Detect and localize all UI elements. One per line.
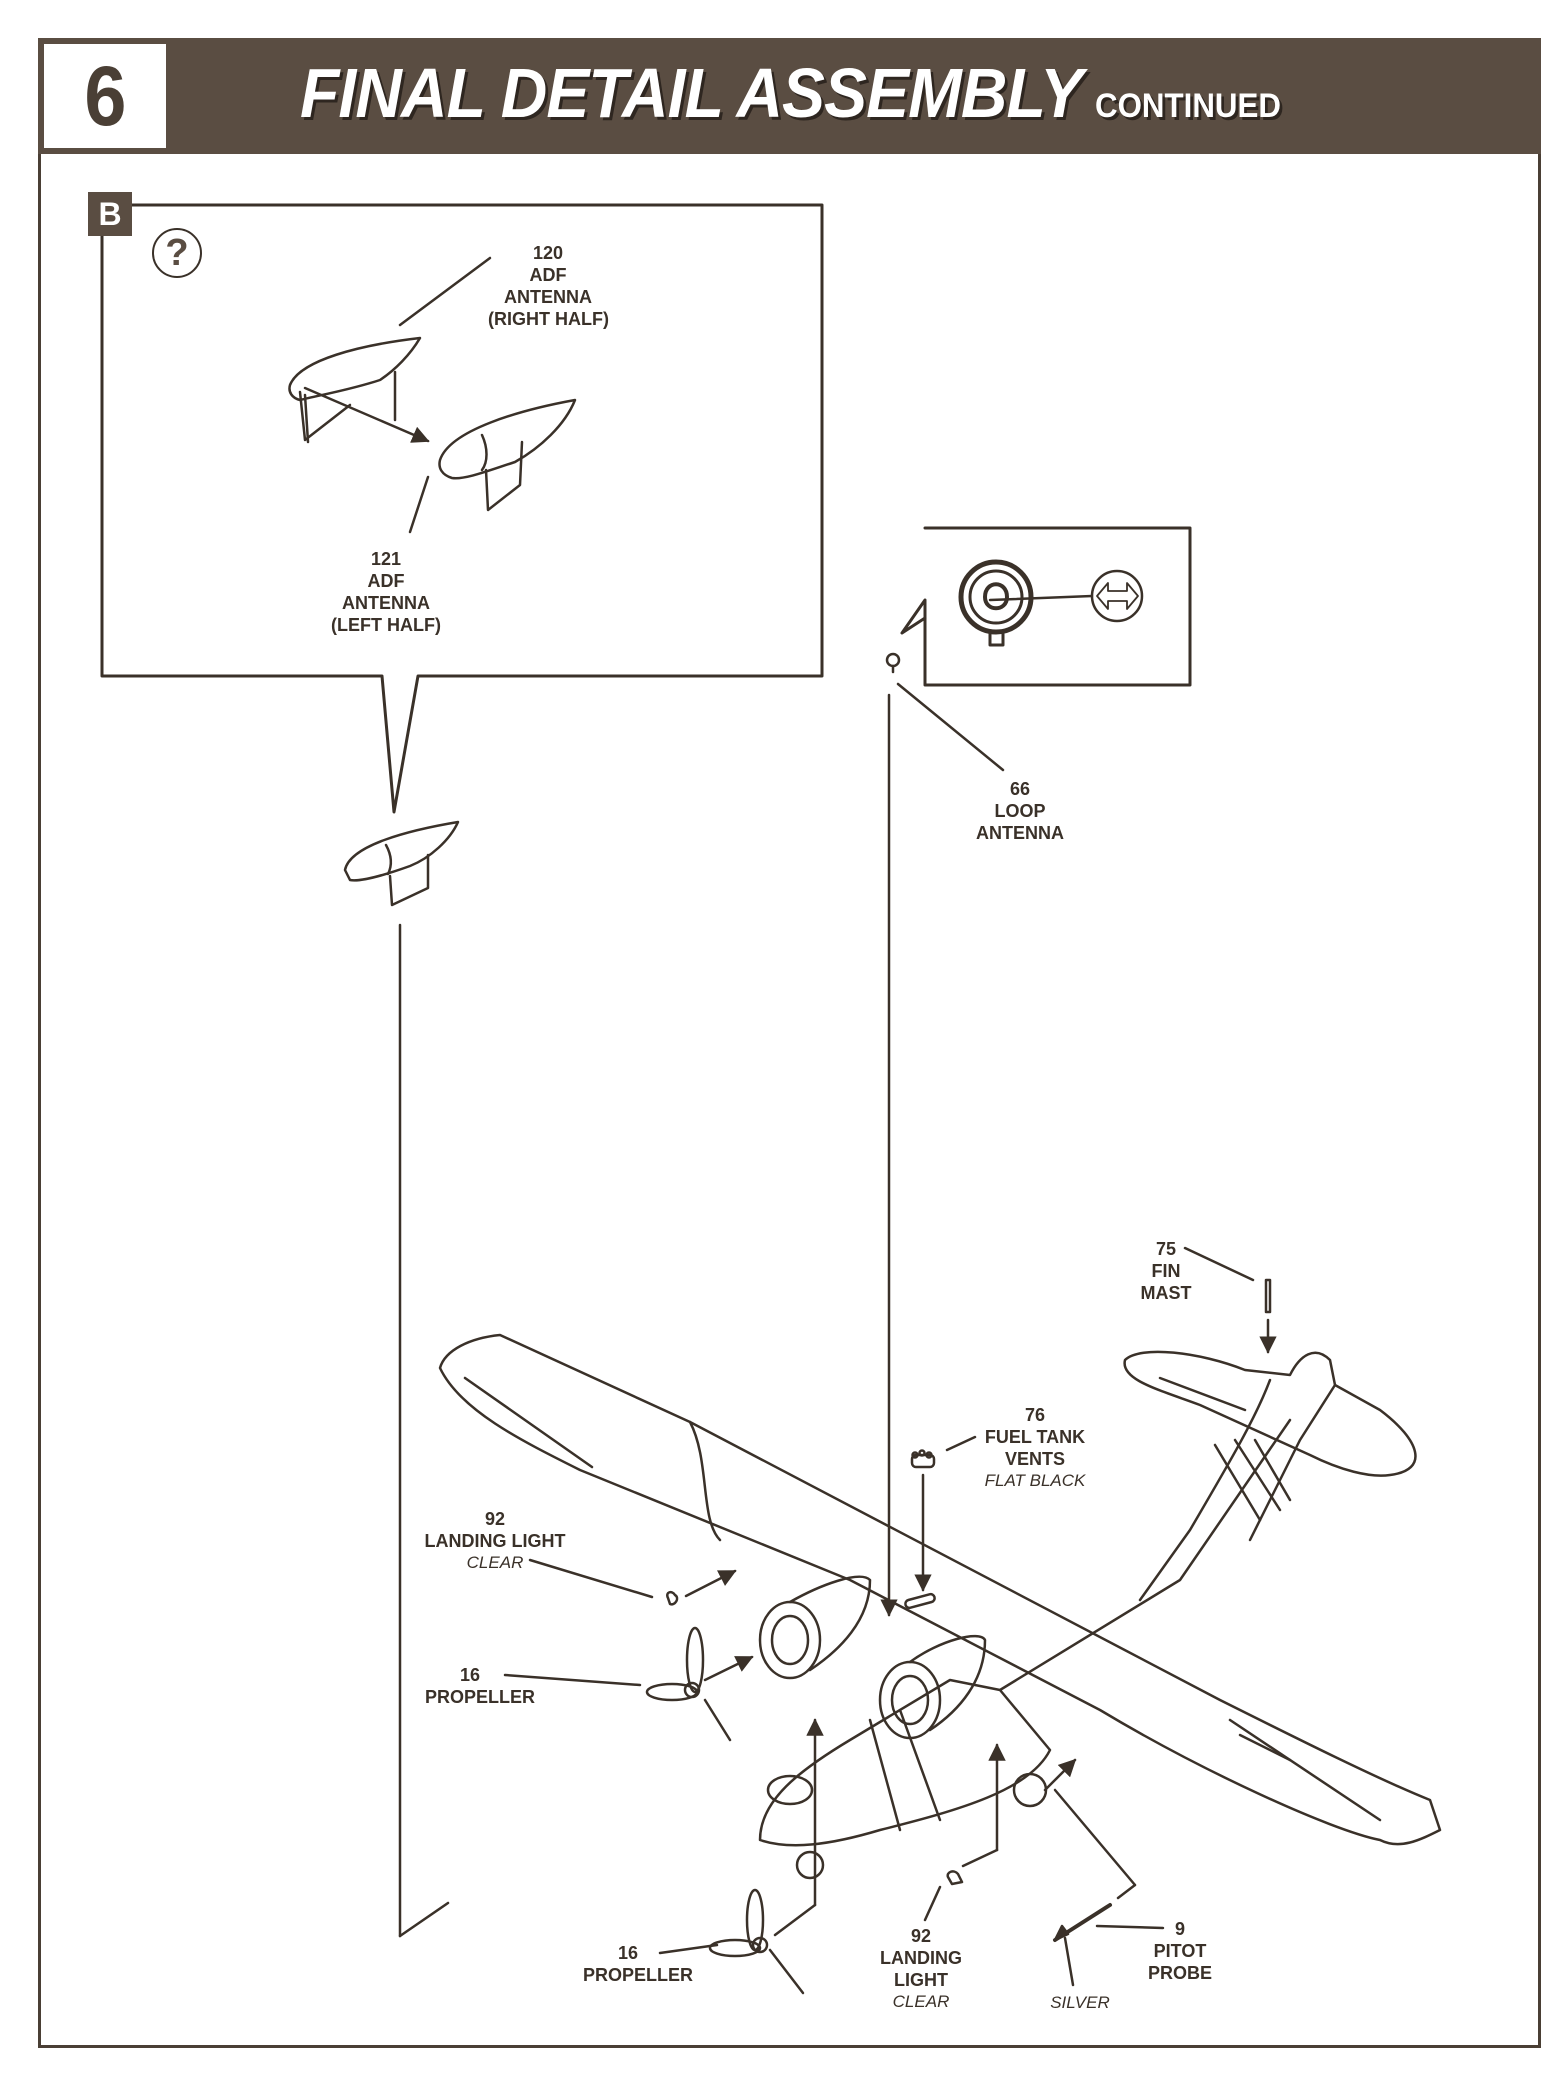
leader-9 bbox=[1095, 1924, 1165, 1930]
loop-antenna-alignment-icon bbox=[958, 559, 1034, 647]
adf-antenna-assembled-part bbox=[343, 820, 460, 907]
title-text: FINAL DETAIL ASSEMBLY bbox=[300, 54, 1083, 132]
step-header bbox=[38, 38, 1541, 154]
landing-light-lower-part bbox=[946, 1870, 964, 1886]
engine-nacelle-right bbox=[878, 1634, 987, 1740]
inset-b-badge: B bbox=[88, 192, 132, 236]
step-number-box: 6 bbox=[44, 44, 166, 148]
inset-b-box bbox=[100, 203, 824, 814]
leader-16-lower bbox=[658, 1943, 719, 1955]
leader-75 bbox=[1183, 1246, 1255, 1282]
leader-silver bbox=[1063, 1936, 1075, 1987]
label-landing-light-upper: 92 LANDING LIGHT CLEAR bbox=[424, 1509, 566, 1572]
leader-120 bbox=[398, 256, 492, 327]
fuel-tank-vents-part bbox=[910, 1449, 936, 1469]
leader-76 bbox=[945, 1435, 977, 1452]
leader-66 bbox=[896, 682, 1005, 772]
page-frame bbox=[38, 38, 1541, 2048]
step-number: 6 bbox=[83, 49, 127, 143]
pitot-probe-part bbox=[1053, 1903, 1112, 1942]
propeller-upper-part bbox=[645, 1626, 732, 1742]
label-fin-mast: 75 FIN MAST bbox=[1140, 1239, 1192, 1303]
label-landing-light-lower: 92 LANDING LIGHT CLEAR bbox=[880, 1926, 962, 2011]
leader-16-upper bbox=[503, 1673, 642, 1687]
leader-121 bbox=[408, 475, 430, 534]
label-fuel-tank-vents: 76 FUEL TANK VENTS FLAT BLACK bbox=[984, 1405, 1086, 1490]
tail-assembly bbox=[1123, 1350, 1417, 1602]
adf-antenna-right-half-part bbox=[288, 336, 422, 444]
label-propeller-lower: 16 PROPELLER bbox=[582, 1943, 693, 1985]
main-wing bbox=[438, 1333, 1442, 1846]
title-subtitle: CONTINUED bbox=[1095, 87, 1281, 125]
label-part-120: 120 ADF ANTENNA (RIGHT HALF) bbox=[488, 243, 609, 329]
loop-antenna-part bbox=[885, 652, 901, 674]
label-pitot-probe: 9 PITOT PROBE bbox=[1147, 1919, 1212, 1983]
leader-92-lower bbox=[923, 1885, 942, 1922]
landing-light-upper-part bbox=[666, 1590, 679, 1606]
hull-fuselage bbox=[758, 1418, 1292, 1880]
propeller-lower-part bbox=[708, 1888, 805, 1995]
engine-nacelle-left bbox=[758, 1575, 872, 1680]
question-mark-circle-icon: ? bbox=[152, 228, 202, 278]
label-propeller-upper: 16 PROPELLER bbox=[424, 1665, 535, 1707]
arrow-120-to-121 bbox=[303, 386, 430, 443]
fin-mast-part bbox=[1264, 1278, 1272, 1314]
adf-antenna-left-half-part bbox=[438, 398, 577, 512]
loop-inset-box bbox=[900, 526, 1192, 687]
label-loop-antenna: 66 LOOP ANTENNA bbox=[976, 779, 1064, 843]
rotate-align-arrows-icon bbox=[1090, 569, 1144, 623]
label-pitot-paint: SILVER bbox=[1050, 1993, 1110, 2012]
fuel-vent-slot bbox=[904, 1592, 936, 1610]
label-part-121: 121 ADF ANTENNA (LEFT HALF) bbox=[331, 549, 441, 635]
leader-92-upper bbox=[528, 1558, 654, 1599]
